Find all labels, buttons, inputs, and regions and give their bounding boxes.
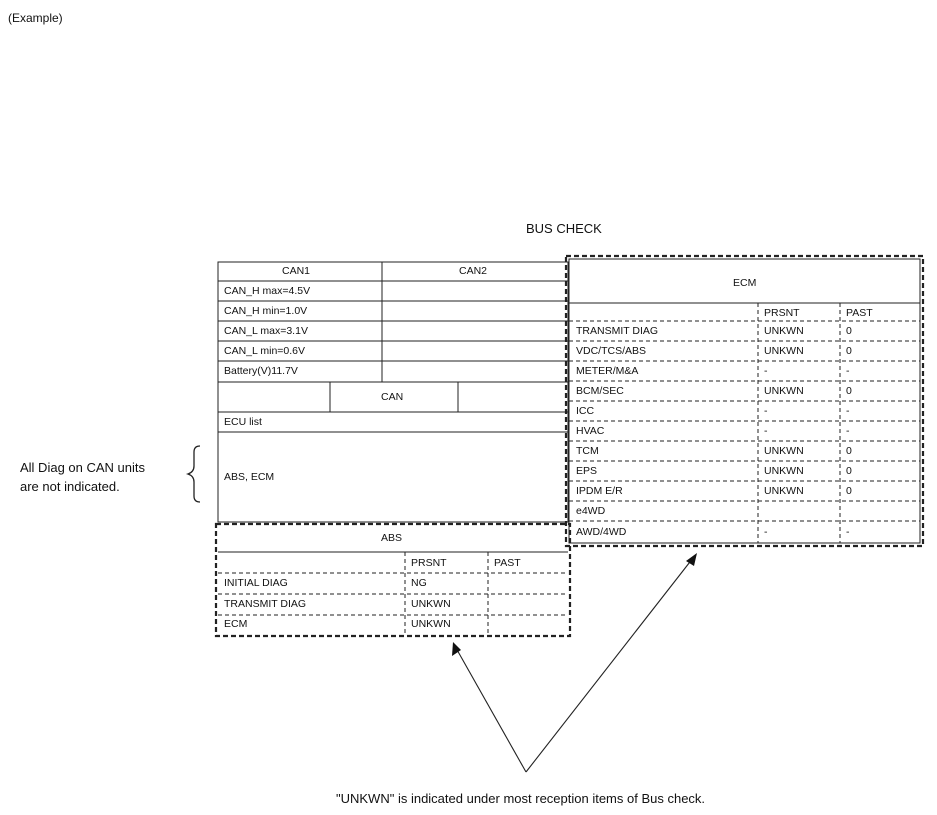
ecm-row-1-past: 0 <box>846 325 852 337</box>
bus-check-title: BUS CHECK <box>526 221 602 236</box>
ecm-row-8-name: EPS <box>576 465 598 477</box>
ecm-row-6-present: - <box>764 425 768 437</box>
ecm-row-9-name: IPDM E/R <box>576 485 623 497</box>
ecm-title: ECM <box>733 277 757 289</box>
ecm-row-1-name: TRANSMIT DIAG <box>576 325 659 337</box>
ecm-row-3-past: - <box>846 365 850 377</box>
abs-col-present: PRSNT <box>411 557 447 569</box>
ecm-row-6-name: HVAC <box>576 425 605 437</box>
abs-row-3-name: ECM <box>224 618 248 630</box>
ecm-row-5-name: ICC <box>576 405 595 417</box>
ecm-row-5-past: - <box>846 405 850 417</box>
bottom-note: "UNKWN" is indicated under most receptio… <box>336 791 706 806</box>
can-panel-frame <box>217 261 569 523</box>
example-label: (Example) <box>8 11 63 25</box>
ecm-highlight-box <box>564 254 925 548</box>
ecu-list-value: ABS, ECM <box>224 471 275 483</box>
left-note-line-1: All Diag on CAN units <box>20 460 145 475</box>
can1-header: CAN1 <box>282 265 311 277</box>
can-label: CAN <box>381 391 404 403</box>
ecm-row-3-name: METER/M&A <box>576 365 639 377</box>
ecm-row-6-past: - <box>846 425 850 437</box>
left-note: All Diag on CAN units are not indicated. <box>20 458 145 496</box>
ecm-row-4-present: UNKWN <box>764 385 804 397</box>
left-note-line-2: are not indicated. <box>20 479 120 494</box>
ecm-row-7-past: 0 <box>846 445 852 457</box>
ecm-row-2-name: VDC/TCS/ABS <box>576 345 647 357</box>
ecm-row-11-present: - <box>764 526 768 538</box>
ecu-list-label: ECU list <box>224 416 262 428</box>
abs-row-2-present: UNKWN <box>411 598 451 610</box>
ecm-row-7-name: TCM <box>576 445 599 457</box>
ecm-row-4-past: 0 <box>846 385 852 397</box>
abs-col-past: PAST <box>494 557 521 569</box>
arrow-head-abs <box>452 642 461 656</box>
ecm-row-5-present: - <box>764 405 768 417</box>
ecm-row-11-name: AWD/4WD <box>576 526 627 538</box>
arrow-head-ecm <box>686 553 697 566</box>
ecm-row-4-name: BCM/SEC <box>576 385 624 397</box>
abs-highlight-box <box>214 522 572 638</box>
can-row-1: CAN_H max=4.5V <box>224 285 311 297</box>
ecm-row-2-present: UNKWN <box>764 345 804 357</box>
ecm-col-past: PAST <box>846 307 873 319</box>
ecm-row-9-present: UNKWN <box>764 485 804 497</box>
left-brace <box>185 445 201 503</box>
ecm-row-9-past: 0 <box>846 485 852 497</box>
ecm-row-1-present: UNKWN <box>764 325 804 337</box>
can-row-5: Battery(V)11.7V <box>224 365 298 377</box>
abs-row-1-name: INITIAL DIAG <box>224 577 288 589</box>
ecm-row-8-present: UNKWN <box>764 465 804 477</box>
ecm-row-7-present: UNKWN <box>764 445 804 457</box>
ecm-row-11-past: - <box>846 526 850 538</box>
ecm-col-present: PRSNT <box>764 307 800 319</box>
can-row-3: CAN_L max=3.1V <box>224 325 308 337</box>
abs-row-3-present: UNKWN <box>411 618 451 630</box>
can-row-2: CAN_H min=1.0V <box>224 305 308 317</box>
ecm-row-10-name: e4WD <box>576 505 606 517</box>
can-row-4: CAN_L min=0.6V <box>224 345 306 357</box>
abs-title: ABS <box>381 532 403 544</box>
can2-header: CAN2 <box>459 265 488 277</box>
abs-row-1-present: NG <box>411 577 427 589</box>
ecm-row-8-past: 0 <box>846 465 852 477</box>
ecm-row-3-present: - <box>764 365 768 377</box>
ecm-row-2-past: 0 <box>846 345 852 357</box>
abs-row-2-name: TRANSMIT DIAG <box>224 598 307 610</box>
